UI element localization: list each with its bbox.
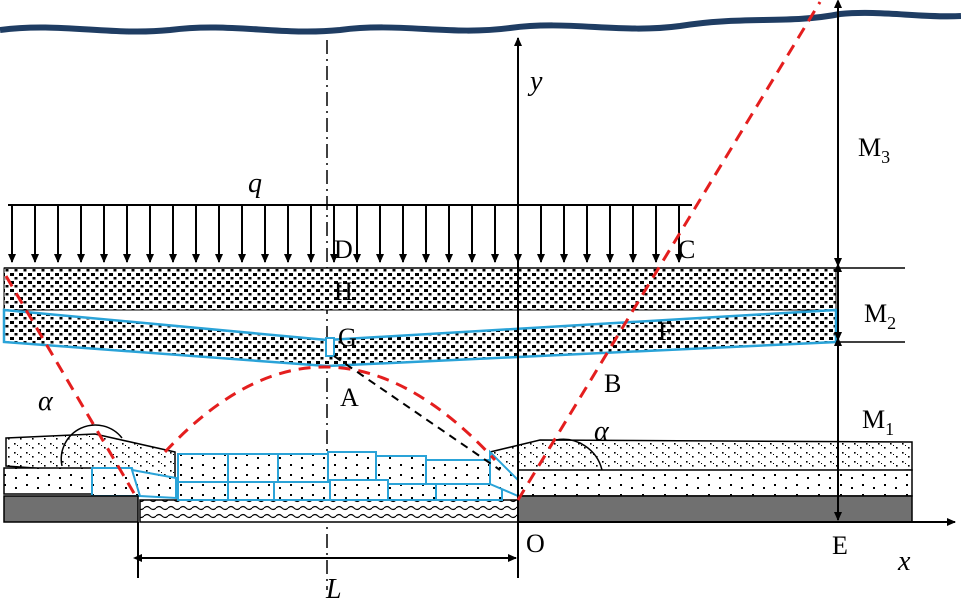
right-floor bbox=[517, 495, 913, 523]
water-surface-line bbox=[0, 9, 961, 35]
layer-m2-bent bbox=[2, 308, 838, 368]
hinge-point-g bbox=[325, 337, 335, 357]
alpha-arc-left bbox=[60, 424, 123, 467]
label-m3: M3 bbox=[858, 133, 890, 167]
black-dashed-line-a bbox=[333, 355, 501, 471]
left-broken-block-2 bbox=[130, 468, 177, 500]
label-alpha-left: α bbox=[38, 386, 54, 417]
left-strata-lower bbox=[3, 467, 93, 495]
label-C: C bbox=[678, 235, 695, 264]
label-O: O bbox=[526, 529, 545, 558]
label-y: y bbox=[527, 66, 543, 97]
left-caving-line bbox=[4, 275, 140, 501]
right-strata-lower bbox=[517, 469, 913, 497]
label-G: G bbox=[338, 323, 357, 352]
right-caving-line bbox=[516, 1, 822, 501]
label-L: L bbox=[325, 574, 342, 603]
alpha-arc-right bbox=[555, 438, 603, 471]
label-m1: M1 bbox=[862, 405, 894, 439]
load-arrows bbox=[8, 205, 683, 263]
label-alpha-right: α bbox=[594, 416, 610, 447]
label-H: H bbox=[334, 277, 353, 306]
label-B: B bbox=[604, 369, 621, 398]
label-E: E bbox=[832, 531, 848, 560]
layer-m2-upper bbox=[3, 267, 837, 311]
label-x: x bbox=[897, 546, 911, 577]
left-floor bbox=[3, 495, 139, 523]
label-D: D bbox=[334, 235, 353, 264]
label-q: q bbox=[248, 168, 262, 199]
label-F: F bbox=[658, 317, 672, 346]
caved-blocks bbox=[177, 449, 519, 501]
goaf-floor bbox=[139, 499, 519, 523]
label-A: A bbox=[340, 383, 359, 412]
label-m2: M2 bbox=[864, 299, 896, 333]
caving-arch bbox=[163, 365, 497, 462]
